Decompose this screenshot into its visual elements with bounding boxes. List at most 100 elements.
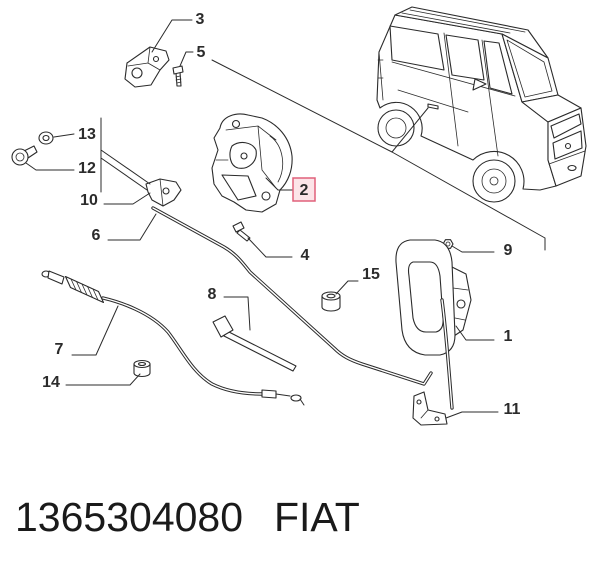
callout-12: 12 — [78, 160, 96, 177]
leader-lines — [25, 19, 499, 419]
part-7-sheath-outline — [101, 296, 264, 396]
van-mirror — [472, 78, 487, 91]
callout-10: 10 — [80, 192, 98, 209]
van-front-wheel-hub — [489, 176, 499, 186]
part-7-far-tab — [299, 398, 305, 406]
part-3-detail — [127, 46, 161, 71]
callout-4: 4 — [301, 247, 310, 264]
van-headlight — [550, 113, 582, 139]
part-4-head — [232, 221, 245, 233]
part-3-bracket — [124, 46, 170, 88]
van-rear-quarter-window — [389, 25, 445, 71]
part-1-mechanism-detail — [452, 287, 469, 321]
leader-line-4 — [247, 237, 293, 258]
part-8-cable-tie — [212, 315, 297, 372]
part-7-cable — [41, 270, 305, 406]
van-door-seams — [391, 32, 516, 157]
part-12-head-center — [15, 152, 25, 162]
callout-1: 1 — [504, 328, 513, 345]
part-5-thread — [175, 75, 182, 84]
part-8-head — [212, 315, 234, 338]
part-1-grip-recess — [407, 261, 444, 333]
part-11-bend — [420, 409, 429, 419]
part-15-bushing — [321, 291, 341, 312]
van-rear-edge — [377, 51, 384, 101]
part-5-head — [172, 65, 184, 75]
leader-line-9 — [451, 245, 495, 253]
part-7-end-fitting — [47, 270, 65, 285]
part-2-frame — [215, 125, 284, 189]
leader-line-6 — [107, 213, 157, 241]
part-14-hole — [137, 361, 147, 367]
leader-line-8 — [223, 296, 251, 331]
part-10-clip — [145, 178, 182, 207]
van-roof — [394, 6, 549, 59]
leader-line-7 — [71, 305, 119, 356]
part-3-pin — [131, 67, 143, 79]
part-7-far-fitting — [261, 389, 277, 399]
part-12-bolt — [11, 145, 38, 166]
part-4-screw — [232, 221, 251, 242]
part-number-text: 1365304080 — [15, 494, 243, 540]
van-rear-wheel-rim — [385, 117, 407, 139]
part-2-lever — [221, 174, 257, 201]
callout-2-highlight-box — [292, 177, 316, 202]
van-windshield-frame — [506, 39, 553, 98]
van-illustration — [376, 6, 587, 203]
part-4-shaft — [236, 229, 251, 242]
callout-labels: 3 5 13 12 10 2 6 4 9 15 8 1 7 14 11 — [42, 11, 520, 418]
callout-13: 13 — [78, 126, 96, 143]
leader-line-5 — [179, 51, 194, 67]
part-13-inner — [42, 134, 50, 142]
part-8-strap — [223, 330, 297, 372]
callout-8: 8 — [208, 286, 217, 303]
part-7-sheath-fill — [102, 297, 263, 395]
part-11-hole-lower — [434, 416, 440, 422]
part-12-head — [11, 148, 29, 166]
callout-11: 11 — [504, 401, 521, 418]
part-13-washer — [38, 131, 54, 145]
handle-rod-fill — [441, 299, 453, 409]
part-11-hole-upper — [416, 399, 422, 405]
part-7-boot-ribs — [70, 278, 99, 301]
handle-rod — [440, 298, 454, 410]
callout-6: 6 — [92, 227, 101, 244]
part-7-wire — [275, 393, 291, 397]
callout-7: 7 — [55, 341, 64, 358]
leader-line-1 — [455, 325, 495, 341]
leader-line-group — [100, 117, 151, 193]
van-bumper-line — [548, 150, 586, 165]
callout-2: 2 — [300, 182, 309, 199]
van-front-wheel-rim — [481, 168, 507, 194]
part-1-mechanism-pivot — [456, 299, 466, 309]
van-roof-rails — [401, 9, 526, 34]
van-fog-light — [567, 164, 577, 172]
part-11-body — [412, 391, 448, 426]
part-7-far-ring — [290, 394, 302, 402]
detail-line-to-van — [391, 107, 429, 153]
leader-line-2 — [265, 177, 294, 191]
part-2-lower-pivot — [261, 191, 271, 201]
van-door-handle — [427, 103, 439, 110]
leader-line-10 — [103, 192, 151, 205]
leader-line-11 — [445, 411, 499, 419]
leader-line-13 — [53, 133, 75, 138]
part-15-hole — [326, 293, 336, 299]
part-3-body — [124, 46, 170, 88]
leader-line-15 — [335, 280, 359, 295]
part-11-bracket — [412, 391, 448, 426]
callout-5: 5 — [197, 44, 206, 61]
van-front-wheel — [472, 159, 516, 203]
leader-line-14 — [65, 373, 141, 386]
part-6-rod-outline — [151, 206, 433, 386]
detail-bracket-lines — [211, 59, 546, 251]
callout-14: 14 — [42, 374, 60, 391]
van-rear-wheel — [377, 109, 415, 147]
van-logo — [564, 142, 572, 150]
part-1-door-handle — [395, 239, 472, 356]
brand-text: FIAT — [274, 494, 360, 540]
van-sliding-door-window — [445, 34, 485, 81]
part-14-bushing — [133, 359, 151, 378]
